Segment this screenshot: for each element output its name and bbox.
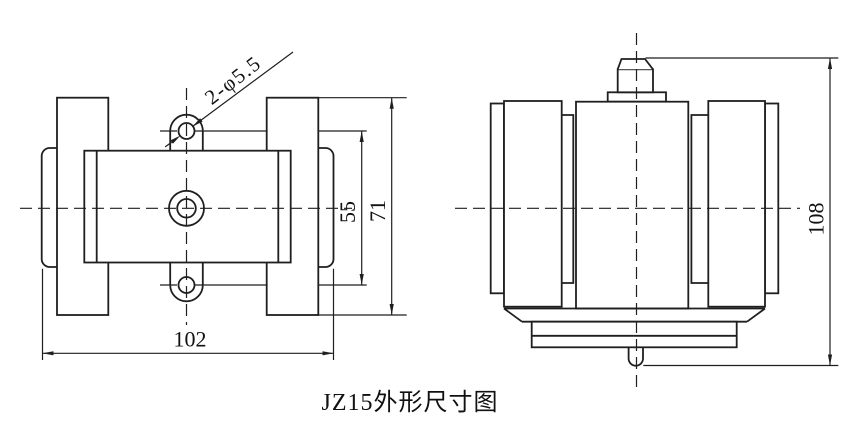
step-left (561, 114, 575, 284)
extension-lines-55 (160, 130, 367, 286)
arrow-55-top (359, 131, 364, 142)
side-view (455, 33, 800, 390)
relay-body-side (575, 100, 690, 310)
step-right (690, 114, 709, 284)
terminal-stem (616, 68, 654, 94)
side-view-dimensions: 108 (643, 57, 839, 367)
front-view (20, 88, 352, 325)
dim-55-label: 55 (335, 201, 360, 223)
mounting-tab-bottom (169, 262, 204, 303)
dim-71-label: 71 (365, 200, 390, 222)
dim-108-label: 108 (804, 203, 829, 236)
drawing-caption: JZ15外形尺寸图 (322, 389, 499, 416)
coil-left-side (503, 100, 563, 308)
arrow-108-top (827, 58, 833, 69)
bottom-bevel (503, 307, 766, 323)
arrow-102-left (42, 351, 54, 356)
extension-lines-102 (41, 268, 335, 360)
extension-lines-108 (643, 57, 839, 367)
bottom-pin (627, 347, 644, 367)
arrow-108-bottom (827, 354, 833, 366)
arrow-71-top (389, 97, 394, 109)
end-plate-right (764, 102, 780, 295)
end-plate-left (489, 102, 505, 295)
mounting-hole-top (177, 122, 196, 140)
arrow-71-bottom (389, 304, 394, 315)
hole-callout-leader (192, 51, 294, 127)
hole-callout-arrow (192, 118, 203, 127)
arrow-102-right (322, 351, 334, 356)
coil-right-side (707, 100, 766, 308)
terminal-cap (616, 58, 654, 70)
arrow-55-bottom (359, 274, 364, 285)
dim-102-label: 102 (174, 327, 207, 352)
hole-callout-tail (164, 141, 173, 148)
hole-callout-arrow-opposite (170, 135, 181, 144)
base-plate (530, 320, 738, 349)
relay-body-front (83, 149, 292, 264)
